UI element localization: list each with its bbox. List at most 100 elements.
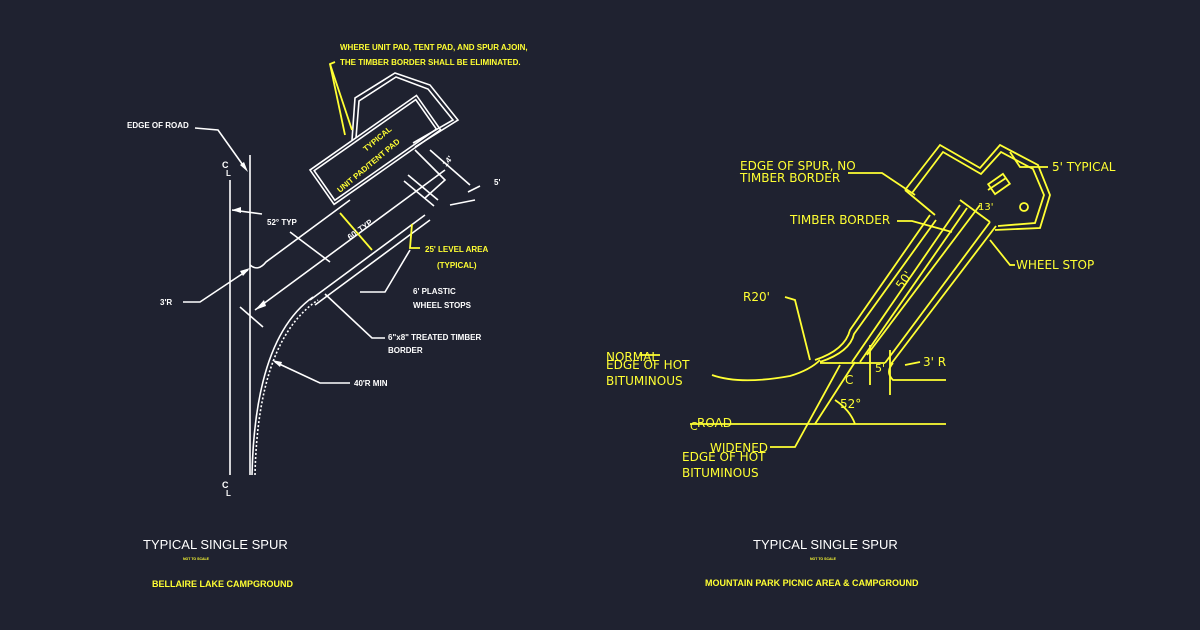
len-60-label: 60' TYP [346,217,375,241]
dim-5-ext [449,199,476,206]
left-scale: NOT TO SCALE [183,557,210,561]
spur-outer-edge-2 [819,219,937,363]
dim-14-label: 14' [441,154,455,168]
note-leader-2 [329,63,353,131]
level-area-label-2: (TYPICAL) [437,261,477,270]
spur-edge-lower [309,214,426,301]
wheel-stop-leader [989,239,1015,266]
pad-outline-inner [911,150,1045,227]
timber-label-2: BORDER [388,346,423,355]
note-text-2: THE TIMBER BORDER SHALL BE ELIMINATED. [340,58,521,67]
five-typical-leader [1009,151,1048,168]
dim-14-ext [429,149,471,186]
spur-outer-edge [814,214,931,361]
dim-13-label: 13' [978,202,993,213]
centerline-bottom-l: L [226,489,231,498]
wheel-stop-block [986,172,1012,196]
centerline-top: C [222,160,229,170]
edge-hot-label-1: EDGE OF HOT [606,358,690,372]
note-leader-1 [328,61,346,136]
edge-spur-label-1: EDGE OF SPUR, NO [740,159,856,173]
timber-border-leader [897,220,953,233]
left-location: BELLAIRE LAKE CAMPGROUND [152,579,293,589]
normal-label: NORMAL [606,350,658,364]
r3-label: 3' R [923,355,946,369]
wheelstop-leader [360,249,411,293]
widened-label: WIDENED [710,441,768,455]
r20-label: R20' [743,290,770,304]
radius-40-curve [254,299,319,476]
road-centerline-c: C [690,420,698,433]
tick-mark [239,306,264,328]
tent-pad-outline [351,72,460,148]
wheel-stop-label: WHEEL STOP [1016,258,1094,272]
timber-border-label: TIMBER BORDER [789,213,890,227]
radius40-arrow [272,360,282,367]
angle-arrow [232,207,241,213]
timber-label-1: 6"x8" TREATED TIMBER [388,333,481,342]
right-location: MOUNTAIN PARK PICNIC AREA & CAMPGROUND [705,578,919,588]
angle-52-label: 52° TYP [267,218,298,227]
timber-border-3 [884,221,991,364]
dim-60-arrow [255,300,266,310]
radius3-leader [183,269,249,303]
right-scale: NOT TO SCALE [810,557,837,561]
radius-40-curve-solid [251,296,314,476]
r3-leader [904,361,921,366]
dim-5-label: 5' [494,178,500,187]
normal-edge-curve [711,359,821,382]
pad-outline-outer [904,143,1051,231]
widened-leader [770,364,841,448]
dim-5-leader [467,185,481,193]
r20-leader [784,296,811,361]
typical-tick [339,212,373,251]
centerline-bottom: C [222,480,229,490]
wheel-stop-inner [987,177,1007,191]
dim-5-label-right: 5' [875,362,885,375]
timber-border-4 [890,225,997,365]
edge-hot-bottom-1: EDGE OF HOT [682,450,766,464]
wheel-stops-label-1: 6' PLASTIC [413,287,456,296]
level-area-label-1: 25' LEVEL AREA [425,245,488,254]
edge-hot-bottom-2: BITUMINOUS [682,466,759,480]
radius-3-label: 3'R [160,298,172,307]
angle-leader-2 [289,231,331,263]
pad-marker-circle [1019,202,1029,212]
dim-60-line [254,169,446,311]
timber-border-2 [859,207,968,363]
road-label: ROAD [697,416,732,430]
edge-hot-label-2: BITUMINOUS [606,374,683,388]
spur-centerline-label: C [845,373,853,387]
edge-road-arrow [240,162,248,172]
right-title: TYPICAL SINGLE SPUR [753,537,898,552]
centerline-top-l: L [226,169,231,178]
angle-52-label-right: 52° [840,397,861,411]
angle-arc [834,399,856,425]
timber-leader [324,293,385,339]
spur-edge-upper [249,199,351,269]
radius3-arrow [240,268,250,276]
tent-pad-outline-inner [355,76,455,144]
left-spur-drawing: WHERE UNIT PAD, TENT PAD, AND SPUR AJOIN… [127,43,528,589]
five-typical-label: 5' TYPICAL [1052,160,1116,174]
left-title: TYPICAL SINGLE SPUR [143,537,288,552]
radius40-leader [274,361,350,384]
pad-edge-left [904,189,936,216]
note-text-1: WHERE UNIT PAD, TENT PAD, AND SPUR AJOIN… [340,43,528,52]
right-spur-drawing: EDGE OF SPUR, NO TIMBER BORDER 5' TYPICA… [606,143,1116,588]
edge-spur-label-2: TIMBER BORDER [739,171,840,185]
edge-road-leader [194,127,246,169]
angle-line [814,361,856,425]
wheel-stop-line [407,174,439,201]
wheel-stop-line-2 [403,180,435,207]
dim-50-line [866,204,981,356]
timber-border-1 [851,204,961,363]
wheel-stops-label-2: WHEEL STOPS [413,301,472,310]
unit-pad-rect [308,94,442,206]
edge-of-road-label: EDGE OF ROAD [127,121,189,130]
level-area-leader [409,223,420,249]
wheel-stop-box [414,149,447,199]
radius-40-label: 40'R MIN [354,379,388,388]
edge-spur-leader [848,172,916,196]
